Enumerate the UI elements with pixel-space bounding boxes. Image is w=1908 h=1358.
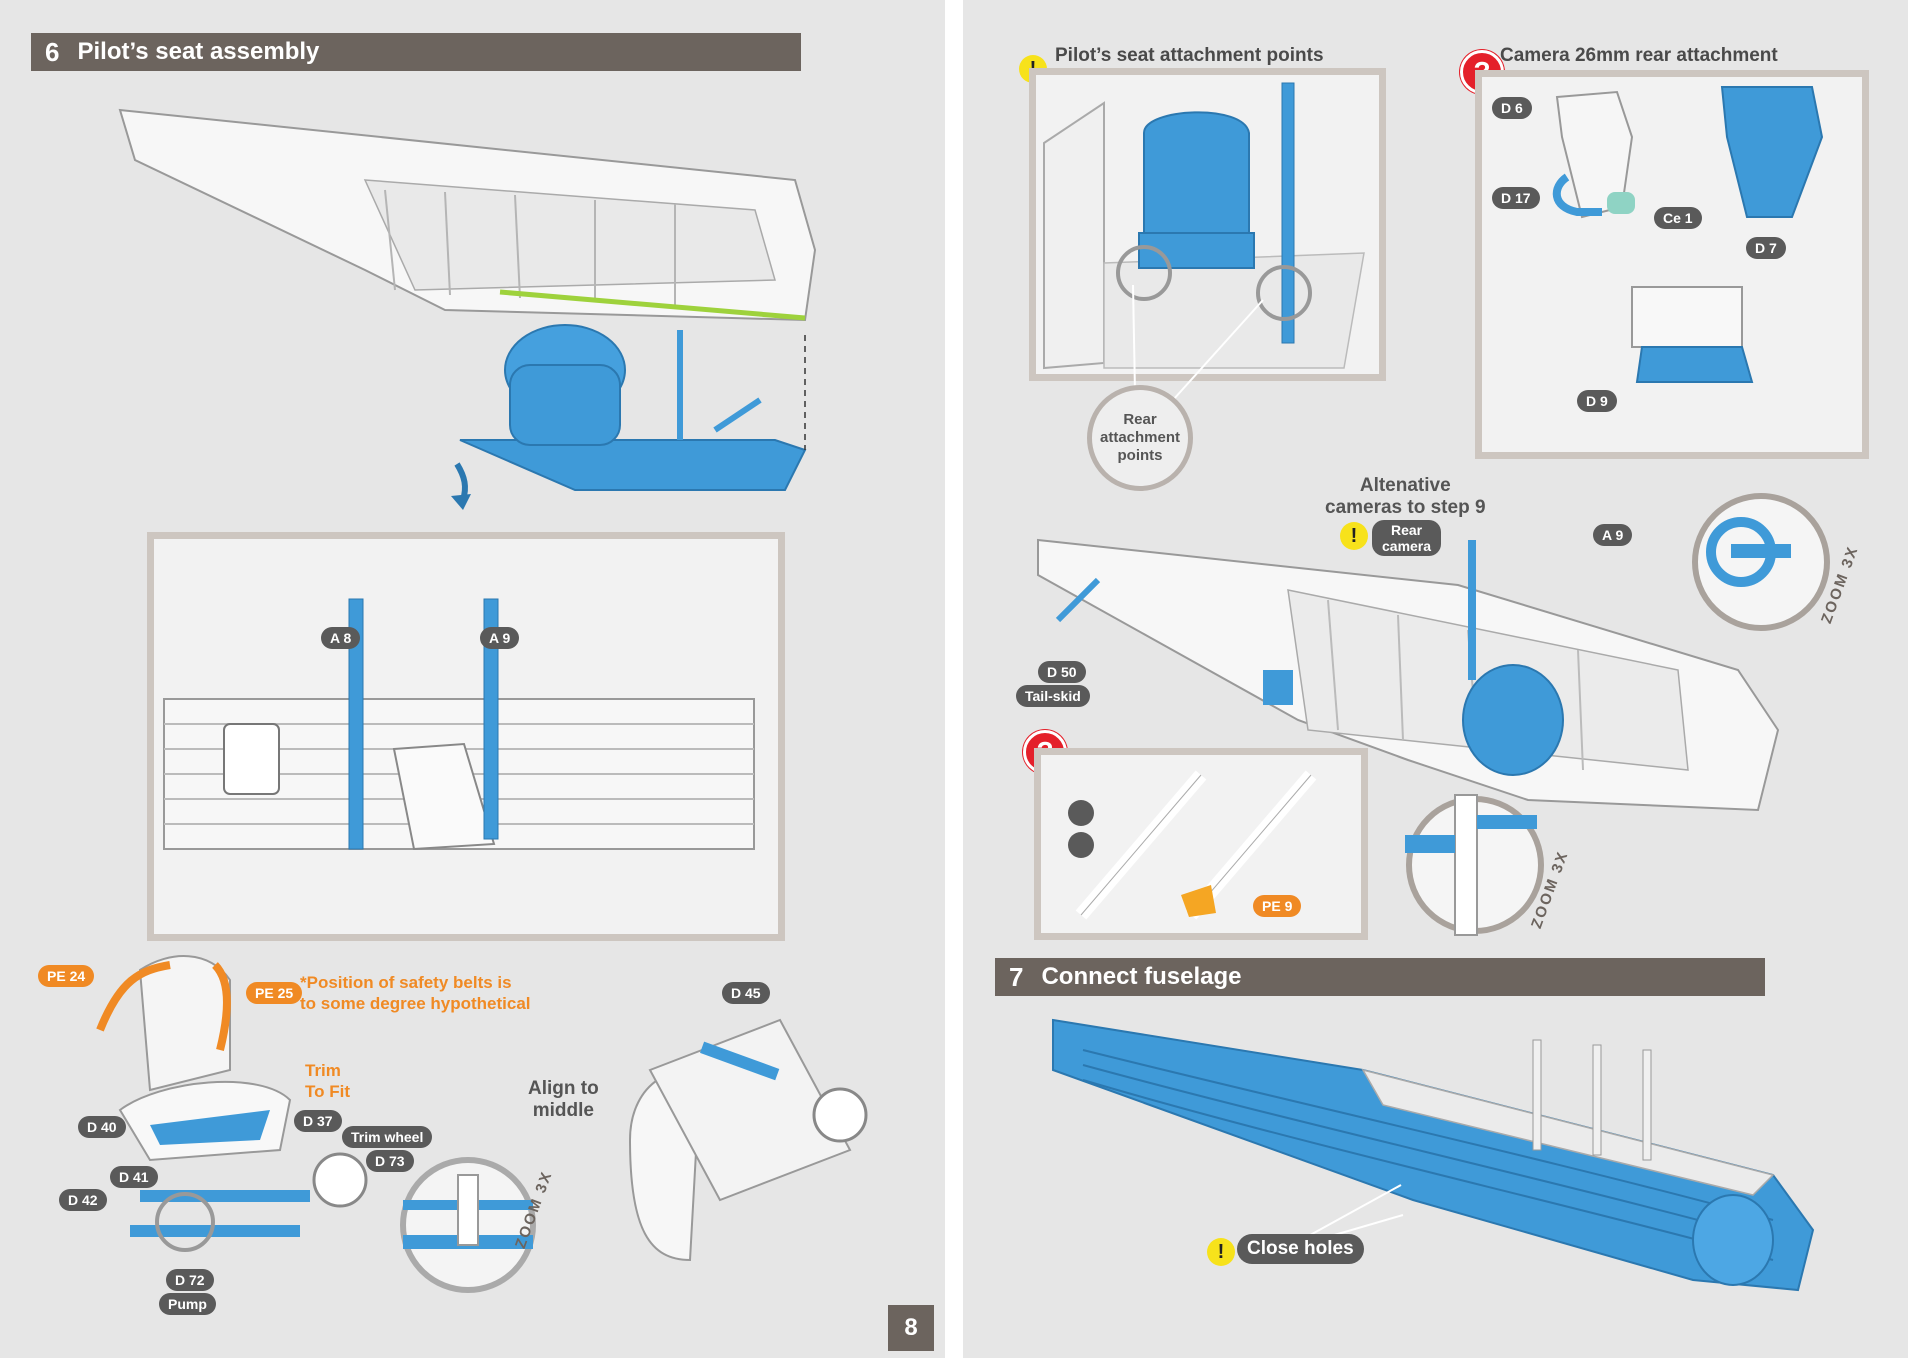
callout-pe24: PE 24: [38, 965, 95, 987]
trim-note-line1: Trim: [305, 1061, 341, 1080]
alternative-cameras-note: Altenative cameras to step 9: [1325, 475, 1486, 519]
callout-pe9: PE 9: [1253, 895, 1302, 917]
tail-skid-illustration: [1068, 770, 1317, 920]
callout-a8: A 8: [321, 627, 361, 649]
align-note-line2: middle: [532, 1100, 594, 1121]
step-title: Pilot’s seat assembly: [77, 38, 320, 65]
warning-icon-camera: !: [1340, 522, 1368, 550]
callout-d42: D 42: [59, 1189, 107, 1211]
cockpit-wall-illustration: [163, 598, 755, 851]
align-note-line1: Align to: [528, 1078, 599, 1099]
camera-attachment-frame: D 6 D 17 Ce 1 D 7 D 9: [1475, 70, 1869, 459]
callout-d50: D 50: [1038, 661, 1086, 683]
cockpit-detail-frame: A 8 A 9: [147, 532, 785, 941]
trim-note: Trim To Fit: [305, 1060, 350, 1102]
callout-a9: A 9: [480, 627, 520, 649]
left-page: 6 Pilot’s seat assembly: [0, 0, 945, 1358]
step-number-7: 7: [1009, 961, 1024, 992]
rear-attach-line2: attachment: [1099, 429, 1181, 446]
trim-note-line2: To Fit: [305, 1082, 350, 1101]
callout-a9-right: A 9: [1593, 524, 1633, 546]
step-title-7: Connect fuselage: [1041, 963, 1242, 990]
down-arrow-icon: [451, 462, 471, 510]
rear-attachment-label: Rear attachment points: [1087, 385, 1193, 491]
seat-attachment-title: Pilot’s seat attachment points: [1055, 45, 1324, 66]
callout-pe25: PE 25: [246, 982, 303, 1004]
callout-tail-skid: Tail-skid: [1016, 685, 1090, 707]
camera-attachment-title: Camera 26mm rear attachment: [1500, 45, 1778, 66]
align-note: Align to middle: [528, 1078, 599, 1122]
camera-parts-illustration: [1552, 86, 1824, 383]
belt-note-line2: to some degree hypothetical: [300, 994, 531, 1013]
connected-fuselage-illustration: [1052, 1018, 1815, 1292]
warning-icon-close-holes: !: [1207, 1238, 1235, 1266]
page-number: 8: [888, 1305, 934, 1351]
seat-illustration: [96, 955, 368, 1252]
seat-attachment-frame: [1029, 68, 1386, 381]
close-holes-leader: [1282, 1184, 1404, 1251]
callout-d37: D 37: [294, 1110, 342, 1132]
zoom-circle-top: [1692, 493, 1830, 631]
right-page: ! Pilot’s seat attachment points Rear at…: [963, 0, 1908, 1358]
rear-camera-line2: camera: [1382, 538, 1432, 554]
callout-trim-wheel: Trim wheel: [342, 1126, 433, 1148]
callout-rear-camera: Rear camera: [1372, 520, 1442, 556]
step-number: 6: [45, 36, 60, 67]
callout-pump: Pump: [159, 1293, 216, 1315]
belt-note-line1: *Position of safety belts is: [300, 973, 512, 992]
step-7-header: 7 Connect fuselage: [995, 958, 1765, 996]
step-6-header: 6 Pilot’s seat assembly: [31, 33, 801, 71]
callout-ce1: Ce 1: [1654, 207, 1702, 229]
rear-attach-line1: Rear: [1123, 411, 1157, 428]
trim-wheel-illustration: [628, 1018, 868, 1262]
rear-camera-line1: Rear: [1390, 522, 1423, 538]
leader-lines: [1132, 284, 1264, 401]
fuselage-full-illustration: [1037, 538, 1780, 812]
callout-d9: D 9: [1577, 390, 1617, 412]
callout-d17: D 17: [1492, 187, 1540, 209]
zoom-circle-detail: [400, 1157, 536, 1293]
seat-floor-illustration: [459, 324, 807, 491]
callout-close-holes: Close holes: [1237, 1234, 1364, 1264]
tail-skid-frame: PE 9: [1034, 748, 1368, 940]
callout-d41: D 41: [110, 1166, 158, 1188]
belt-note: *Position of safety belts is to some deg…: [300, 972, 531, 1014]
rear-attach-line3: points: [1117, 447, 1163, 464]
callout-d7: D 7: [1746, 237, 1786, 259]
fuselage-half-illustration: [118, 108, 817, 322]
callout-d6: D 6: [1492, 97, 1532, 119]
alt-line1: Altenative: [1359, 475, 1451, 496]
callout-d40: D 40: [78, 1116, 126, 1138]
zoom-circle-bottom: [1405, 794, 1544, 936]
seat-attachment-illustration: [1043, 82, 1365, 370]
callout-d72: D 72: [166, 1269, 214, 1291]
callout-d45: D 45: [722, 982, 770, 1004]
callout-d73: D 73: [366, 1150, 414, 1172]
alt-line2: cameras to step 9: [1325, 497, 1486, 518]
